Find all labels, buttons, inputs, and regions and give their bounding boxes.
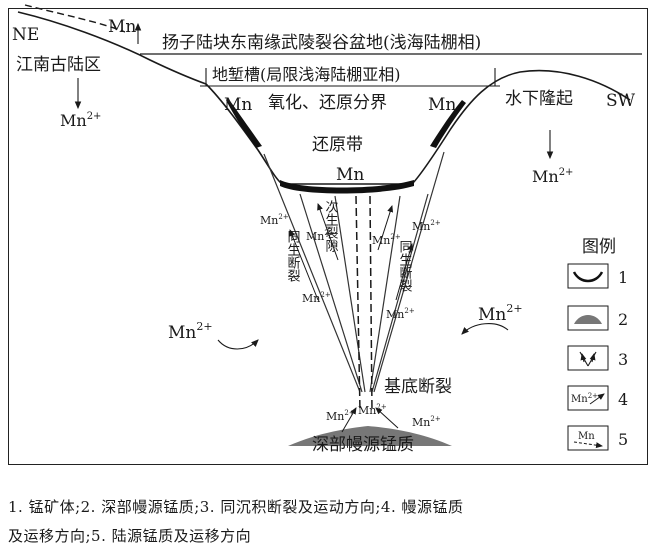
label-secondary-fault: 次生裂隙 [323,199,339,252]
basement-fault-dashed-2 [369,195,373,413]
seafloor-profile [17,11,631,185]
label-ne: NE [12,25,39,45]
legend-box-2 [567,305,609,331]
tag-mn2-5: Mn2+ [302,291,331,305]
ore-body-right-flank [430,100,466,148]
svg-text:Mn: Mn [578,431,595,442]
caption-line-1: 1. 锰矿体;2. 深部幔源锰质;3. 同沉积断裂及运动方向;4. 幔源锰质 [8,498,464,516]
label-sw: SW [606,91,636,111]
geological-model-diagram: NE Mn 扬子陆块东南缘武陵裂谷盆地(浅海陆棚相) 江南古陆区 地堑槽(局限浅… [12,4,642,455]
swirl-arrow-right [461,323,509,335]
label-yangtze-basin: 扬子陆块东南缘武陵裂谷盆地(浅海陆棚相) [162,33,481,53]
label-mn2-right-basin: Mn2+ [478,302,523,325]
legend-num-3: 3 [618,350,628,369]
paleo-surface-dashed [24,4,126,33]
diagram-frame [8,8,648,465]
label-mn2-ne: Mn2+ [60,111,101,130]
tag-mn2-9: Mn2+ [358,403,387,417]
tag-mn2-8: Mn2+ [412,415,441,429]
tag-mn2-3: Mn2+ [372,233,401,247]
legend-num-5: 5 [618,430,628,449]
legend-box-4 [567,385,609,411]
tag-mn2-6: Mn2+ [386,307,415,321]
label-jiangnan: 江南古陆区 [16,55,101,75]
legend-box-5 [567,425,609,451]
label-mn-left-flank: Mn [224,95,252,115]
caption-line-2: 及运移方向;5. 陆源锰质及运移方向 [8,527,252,545]
label-uplift: 水下隆起 [505,89,573,109]
tag-mn2-4: Mn2+ [412,219,441,233]
legend: 图例 1 2 3 Mn2+ 4 Mn 5 [567,237,628,451]
ore-body-left-flank [226,98,262,148]
label-basement-fault: 基底断裂 [384,377,452,397]
legend-box-1 [567,263,609,289]
legend-box-3 [567,345,609,371]
label-mn2-left-basin: Mn2+ [168,320,213,343]
figure-caption: 1. 锰矿体;2. 深部幔源锰质;3. 同沉积断裂及运动方向;4. 幔源锰质 及… [8,493,654,551]
label-mn-ore-bottom: Mn [336,165,364,185]
svg-text:Mn2+: Mn2+ [571,392,598,405]
tag-mn2-7: Mn2+ [326,409,355,423]
tag-mn2-1: Mn2+ [260,213,289,227]
legend-num-1: 1 [618,268,628,287]
label-mantle-source: 深部幔源锰质 [312,435,414,455]
tag-mn2-2: Mn2+ [306,229,335,243]
label-syn-fault-left: 同生断裂 [285,230,301,282]
legend-num-4: 4 [618,390,628,409]
label-graben: 地堑槽(局限浅海陆棚亚相) [212,65,401,84]
legend-title: 图例 [582,237,616,257]
label-mn-right-flank: Mn [428,95,456,115]
label-reduction-zone: 还原带 [312,135,363,155]
label-syn-fault-right: 同生断裂 [397,240,413,292]
basement-fault-dashed [355,195,361,413]
mn-migration-arrows [289,203,414,433]
label-redox-boundary: 氧化、还原分界 [268,93,387,113]
label-mn2-sw: Mn2+ [532,167,573,186]
legend-num-2: 2 [618,310,628,329]
fault-lines [263,151,445,393]
ore-body-bottom [280,180,414,194]
mantle-source-mound [288,426,452,446]
label-mn-top: Mn [108,17,136,37]
swirl-arrow-left [217,339,259,350]
